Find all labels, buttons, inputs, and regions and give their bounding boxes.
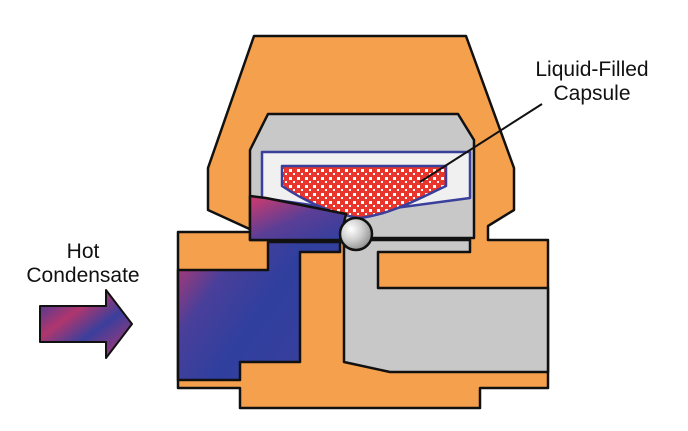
ball-valve-icon: [338, 216, 374, 252]
capsule-label-line2: Capsule: [553, 82, 631, 105]
right-arrow-icon: [39, 289, 133, 359]
capsule-label-line1: Liquid-Filled: [535, 58, 649, 81]
inlet-label-line2: Condensate: [26, 264, 140, 287]
capsule-label: Liquid-Filled Capsule: [522, 58, 662, 106]
inlet-label: Hot Condensate: [8, 240, 158, 288]
condensate-flow: [176, 240, 342, 382]
inlet-label-line1: Hot: [66, 240, 100, 263]
capsule-leader-line: [419, 103, 543, 183]
